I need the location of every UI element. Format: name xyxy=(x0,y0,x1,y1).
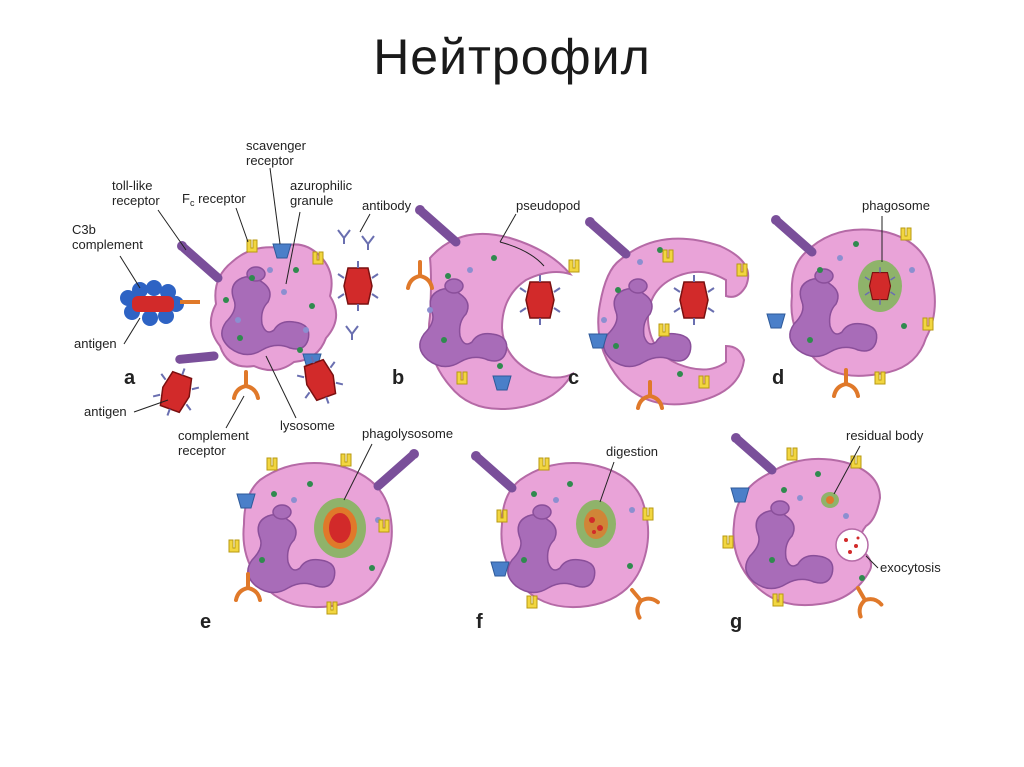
antibody-coated-antigen xyxy=(337,260,379,312)
panel-label-e: e xyxy=(200,611,211,633)
c3b-antigen-cluster xyxy=(120,280,200,326)
panel-label-c: c xyxy=(568,367,579,389)
free-antibodies xyxy=(337,229,375,340)
label-complement-receptor: complement receptor xyxy=(178,428,252,458)
panel-label-f: f xyxy=(476,611,483,633)
label-exocytosis: exocytosis xyxy=(880,560,941,575)
panel-e: e xyxy=(200,449,419,633)
label-residual-body: residual body xyxy=(846,428,924,443)
panel-label-g: g xyxy=(730,611,742,633)
label-pseudopod: pseudopod xyxy=(516,198,580,213)
panel-f: f xyxy=(471,451,660,633)
label-c3b-complement: C3b complement xyxy=(72,222,143,252)
label-scavenger-line2: receptor xyxy=(246,153,294,168)
panel-label-d: d xyxy=(772,367,784,389)
label-scavenger-line1: scavenger xyxy=(246,138,307,153)
label-antigen-bottom: antigen xyxy=(84,404,127,419)
label-antigen-top: antigen xyxy=(74,336,117,351)
panel-d: d xyxy=(766,215,936,398)
panel-a: a xyxy=(120,229,379,424)
annotation-labels: scavenger receptor toll-like receptor Fc… xyxy=(72,138,941,575)
label-phagolysosome: phagolysosome xyxy=(362,426,453,441)
page-title: Нейтрофил xyxy=(373,29,651,85)
label-toll-like-receptor: toll-like receptor xyxy=(112,178,160,208)
panel-label-a: a xyxy=(124,367,136,389)
panel-label-b: b xyxy=(392,367,404,389)
label-lysosome: lysosome xyxy=(280,418,335,433)
panel-c: c xyxy=(568,217,750,410)
label-azurophilic-granule: azurophilic granule xyxy=(290,178,356,208)
panel-g: g xyxy=(722,433,884,633)
label-phagosome: phagosome xyxy=(862,198,930,213)
label-fc-receptor: Fc receptor xyxy=(182,191,246,208)
label-scavenger-receptor: scavenger receptor xyxy=(246,138,310,168)
label-digestion: digestion xyxy=(606,444,658,459)
panel-b: b xyxy=(392,205,580,410)
label-antibody: antibody xyxy=(362,198,412,213)
